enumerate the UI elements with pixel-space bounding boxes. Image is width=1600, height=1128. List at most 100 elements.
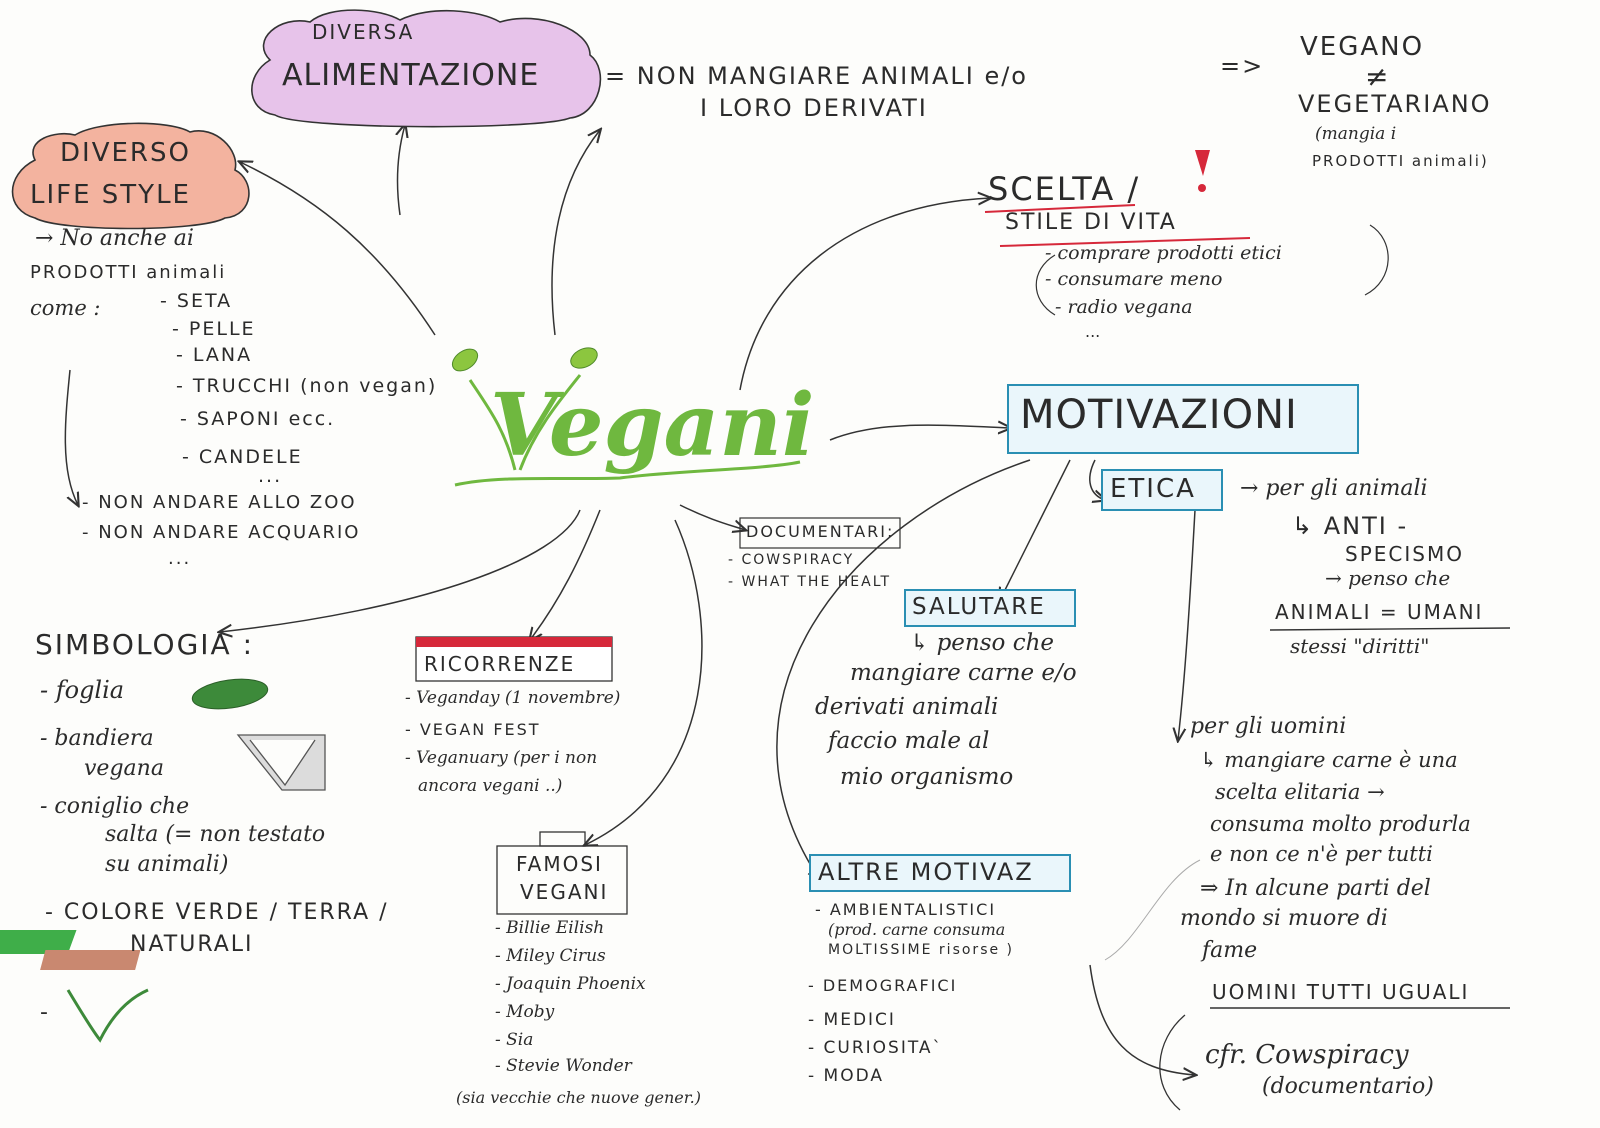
- salutare-text-3: faccio male al: [828, 728, 990, 754]
- altre-item-6: - MODA: [808, 1066, 885, 1086]
- simbologia-item-3: - coniglio che: [40, 794, 190, 819]
- documentari-item-1: - WHAT THE HEALT: [728, 574, 892, 590]
- famosi-item-0: - Billie Eilish: [495, 918, 605, 938]
- life-style-item-lana: - LANA: [176, 344, 253, 366]
- leaf-symbol: [191, 678, 269, 710]
- cfr-cowspiracy: cfr. Cowspiracy: [1205, 1040, 1409, 1070]
- altre-item-3: - DEMOGRAFICI: [808, 976, 958, 995]
- arrow-to-motivazioni: [829, 425, 1010, 441]
- vegano-label: VEGANO: [1300, 32, 1425, 62]
- scelta-subtitle: STILE DI VITA: [1005, 210, 1177, 235]
- etica-uomini-5: ⇒ In alcune parti del: [1200, 876, 1431, 901]
- box-famosi-handle: [539, 831, 586, 847]
- salutare-text-0: ↳ penso che: [910, 630, 1054, 656]
- vegan-flag-symbol: [236, 734, 326, 791]
- cloud-alimentazione: [251, 9, 602, 128]
- vegetariano-label: VEGETARIANO: [1298, 90, 1492, 118]
- vegetariano-note-2: PRODOTTI animali): [1312, 152, 1489, 170]
- mindmap-arrows: [64, 125, 1196, 1075]
- ricorrenze-item-3: ancora vegani ..): [418, 776, 563, 796]
- underline-animali-umani: [1269, 627, 1511, 631]
- arrow-faint: [1104, 859, 1201, 961]
- life-style-item-pelle: - PELLE: [172, 318, 256, 340]
- famosi-item-5: - Stevie Wonder: [495, 1056, 632, 1076]
- scelta-item-etici: - comprare prodotti etici: [1045, 242, 1282, 264]
- cloud-life-style: [11, 122, 250, 230]
- bracket-cfr: [1159, 1014, 1186, 1111]
- vegani-sprout-logo: [454, 374, 801, 487]
- life-style-intro-2: PRODOTTI animali: [30, 262, 227, 283]
- famosi-title-1: FAMOSI: [516, 852, 603, 876]
- arrow-to-alimentazione: [398, 125, 405, 216]
- arrow-to-scelta: [739, 198, 990, 391]
- underline-scelta: [984, 204, 1136, 213]
- documentari-title: DOCUMENTARI:: [746, 522, 895, 541]
- earth-swatch: [40, 950, 141, 970]
- v-sprout-symbol: [66, 988, 149, 1043]
- etica-uomini-2: scelta elitaria →: [1215, 780, 1385, 804]
- arrow-to-ricorrenze: [530, 509, 601, 640]
- arrow-to-uomini: [1178, 509, 1196, 740]
- etica-animali-0: → per gli animali: [1240, 476, 1428, 501]
- life-style-item-saponi: - SAPONI ecc.: [180, 408, 336, 430]
- alimentazione-title: ALIMENTAZIONE: [282, 58, 540, 93]
- arrow-to-life-style: [240, 162, 436, 336]
- ricorrenze-item-2: - Veganuary (per i non: [405, 748, 598, 768]
- life-style-item-candele: - CANDELE: [182, 446, 303, 468]
- box-ricorrenze-band: [416, 637, 612, 647]
- sprout-leaf-right: [570, 347, 598, 369]
- life-style-extra-ellipsis: ...: [168, 548, 192, 569]
- simbologia-title: SIMBOLOGIA :: [35, 628, 255, 661]
- bracket-scelta-left: [1035, 254, 1056, 316]
- box-salutare: [904, 589, 1076, 627]
- cfr-documentario: (documentario): [1262, 1074, 1434, 1099]
- arrow-to-alimentazione-2: [551, 130, 600, 336]
- arrow-to-altre: [776, 459, 1031, 880]
- not-equal-sign: ≠: [1365, 60, 1389, 93]
- etica-uomini-6: mondo si muore di: [1180, 906, 1388, 931]
- box-etica: [1101, 469, 1223, 511]
- box-documentari: [739, 517, 901, 549]
- simbologia-item-6: - COLORE VERDE / TERRA /: [45, 900, 389, 925]
- life-style-title-2: LIFE STYLE: [30, 180, 191, 210]
- scelta-item-meno: - consumare meno: [1045, 268, 1223, 290]
- scelta-item-ellipsis: ...: [1085, 322, 1101, 341]
- arrow-to-simbologia: [220, 509, 581, 632]
- altre-title: ALTRE MOTIVAZ: [818, 858, 1034, 886]
- salutare-text-2: derivati animali: [815, 694, 999, 720]
- life-style-title-1: DIVERSO: [60, 138, 191, 168]
- salutare-text-4: mio organismo: [840, 764, 1014, 790]
- simbologia-item-2: vegana: [84, 756, 164, 781]
- motivazioni-title: MOTIVAZIONI: [1020, 392, 1298, 438]
- altre-item-2: MOLTISSIME risorse ): [828, 942, 1015, 958]
- center-title: Vegani: [490, 375, 815, 476]
- life-style-intro-3: come :: [30, 296, 101, 320]
- altre-item-5: - CURIOSITA`: [808, 1038, 944, 1058]
- famosi-title-2: VEGANI: [520, 880, 609, 904]
- life-style-extra-acquario: - NON ANDARE ACQUARIO: [82, 522, 361, 543]
- simbologia-item-8: -: [40, 1000, 50, 1025]
- life-style-extra-zoo: - NON ANDARE ALLO ZOO: [82, 492, 357, 513]
- famosi-item-4: - Sia: [495, 1030, 534, 1050]
- life-style-item-trucchi: - TRUCCHI (non vegan): [176, 375, 438, 397]
- green-swatch: [0, 930, 77, 954]
- famosi-item-1: - Miley Cirus: [495, 946, 606, 966]
- scelta-title: SCELTA /: [988, 170, 1141, 208]
- arrow-to-documentari: [679, 504, 745, 530]
- implies-arrow: =>: [1220, 52, 1265, 80]
- salutare-text-1: mangiare carne e/o: [850, 660, 1077, 686]
- simbologia-item-7: NATURALI: [130, 932, 254, 957]
- famosi-item-3: - Moby: [495, 1002, 555, 1022]
- altre-item-1: (prod. carne consuma: [828, 920, 1006, 939]
- famosi-item-2: - Joaquin Phoenix: [495, 974, 646, 994]
- scelta-item-radio: - radio vegana: [1055, 296, 1193, 318]
- exclamation-dot: [1198, 184, 1206, 192]
- life-style-item-ellipsis: ...: [258, 465, 283, 487]
- alimentazione-small-title: DIVERSA: [312, 20, 415, 44]
- simbologia-item-4: salta (= non testato: [105, 822, 326, 847]
- etica-title: ETICA: [1110, 474, 1196, 504]
- alimentazione-definition-1: = NON MANGIARE ANIMALI e/o: [605, 62, 1028, 90]
- etica-uomini-4: e non ce n'è per tutti: [1210, 842, 1433, 866]
- box-altre: [809, 854, 1071, 892]
